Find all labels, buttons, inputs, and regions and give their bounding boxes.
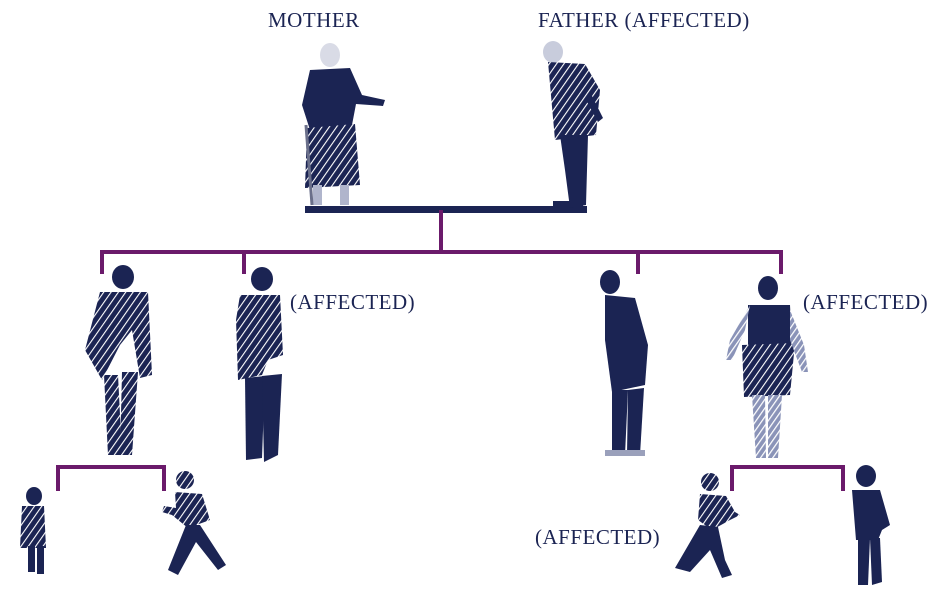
drop-granddaughter: [56, 465, 60, 491]
woman-icon: [726, 276, 808, 458]
man-icon: [600, 270, 648, 456]
mother-label: MOTHER: [268, 8, 360, 32]
sibling-line: [100, 250, 783, 254]
drop-son-1: [100, 250, 104, 274]
boy-icon: [162, 471, 226, 575]
parents-marriage-line: [305, 206, 587, 213]
drop-son-2: [242, 250, 246, 274]
girl-icon: [20, 487, 46, 574]
connector-lines: [56, 206, 845, 491]
boy-icon: [675, 473, 740, 578]
drop-grandson-right: [730, 465, 734, 491]
boy-icon: [852, 465, 890, 585]
descent-line-parents: [439, 210, 443, 254]
man-icon: [236, 267, 283, 462]
daughter-affected-label: (AFFECTED): [803, 290, 929, 314]
father-label: FATHER (AFFECTED): [538, 8, 750, 32]
drop-daughter: [779, 250, 783, 274]
grandson-affected-label: (AFFECTED): [535, 525, 661, 549]
elderly-woman-icon: [302, 43, 385, 206]
drop-grandson-left: [162, 465, 166, 491]
left-family-line: [56, 465, 166, 469]
son-affected-label: (AFFECTED): [290, 290, 416, 314]
elderly-man-icon: [543, 41, 603, 208]
drop-grandson-far-right: [841, 465, 845, 491]
drop-son-in-law: [636, 250, 640, 274]
right-family-line: [730, 465, 845, 469]
man-icon: [85, 265, 152, 455]
